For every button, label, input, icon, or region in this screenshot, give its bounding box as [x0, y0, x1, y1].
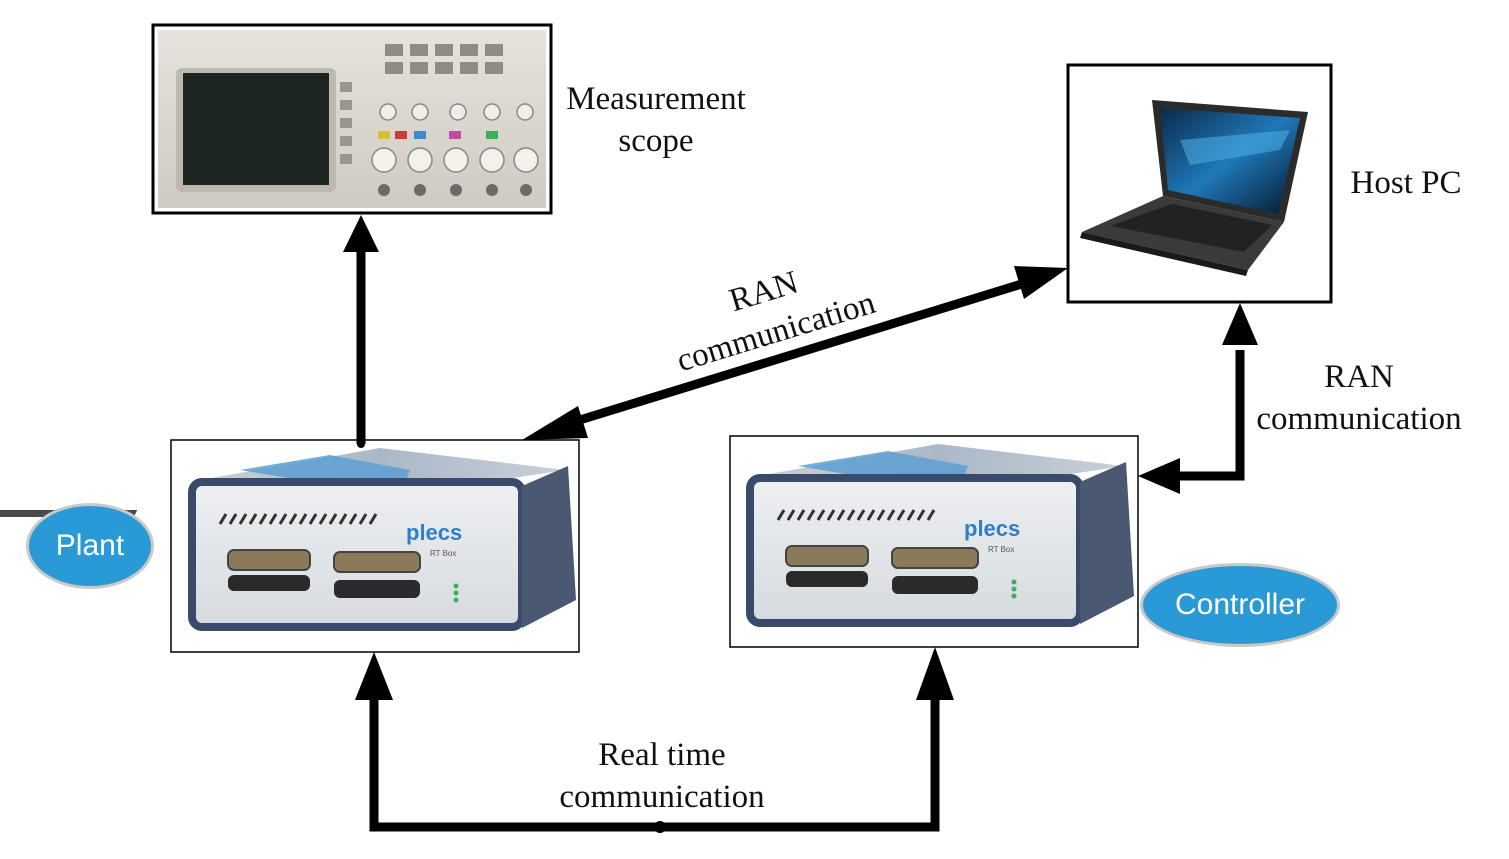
arrow-plant-to-scope	[343, 215, 379, 448]
edge-label-realtime-line1: Real time	[598, 737, 726, 773]
scope-screen	[183, 73, 329, 185]
scope-node	[151, 23, 553, 215]
host-pc-label: Host PC	[1350, 165, 1462, 201]
scope-label: Measurement scope	[556, 78, 756, 162]
plant-badge: Plant	[26, 503, 154, 589]
scope-label-line2: scope	[618, 123, 694, 159]
edge-label-controller-host: RAN communication	[1246, 356, 1472, 440]
controller-brand-logo: plecs	[964, 516, 1020, 541]
edge-label-realtime: Real time communication	[540, 734, 784, 818]
arrow-plant-controller-realtime	[355, 647, 954, 833]
plant-model-text: RT Box	[430, 549, 456, 558]
arrow-plant-host-bidirectional	[522, 266, 1068, 440]
arrow-controller-host	[1138, 303, 1258, 494]
controller-badge: Controller	[1140, 563, 1340, 647]
controller-node: plecs RT Box	[729, 435, 1139, 648]
plant-brand-logo: plecs	[406, 520, 462, 545]
controller-model-text: RT Box	[988, 545, 1014, 554]
edge-label-realtime-line2: communication	[559, 779, 765, 815]
edge-label-controller-host-line1: RAN	[1324, 359, 1394, 395]
plant-node: plecs RT Box	[0, 439, 580, 653]
host-pc-node	[1066, 63, 1333, 304]
scope-label-line1: Measurement	[566, 81, 746, 117]
edge-label-controller-host-line2: communication	[1256, 401, 1462, 437]
